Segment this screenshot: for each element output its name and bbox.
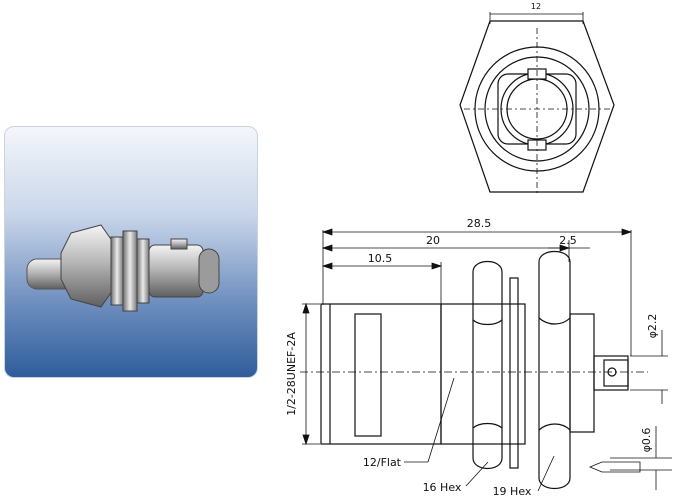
connector-photo-illustration: [26, 224, 220, 312]
hex-19-label: 19 Hex: [493, 485, 532, 498]
diameter-0-6-label: φ0.6: [640, 428, 653, 453]
side-dimensions: [302, 228, 672, 492]
diameter-2-2-label: φ2.2: [646, 314, 659, 339]
hex-16-label: 16 Hex: [423, 481, 462, 494]
product-photo: [4, 126, 258, 378]
side-view: [300, 250, 648, 490]
thread-label: 1/2-28UNEF-2A: [285, 332, 298, 416]
length-2-5-label: 2.5: [559, 234, 577, 247]
top-view: [459, 12, 615, 196]
overall-length-label: 28.5: [467, 217, 492, 230]
length-20-label: 20: [426, 234, 440, 247]
flat-label: 12/Flat: [363, 456, 402, 469]
length-10-5-label: 10.5: [368, 252, 393, 265]
top-width-label: 12: [531, 2, 541, 11]
